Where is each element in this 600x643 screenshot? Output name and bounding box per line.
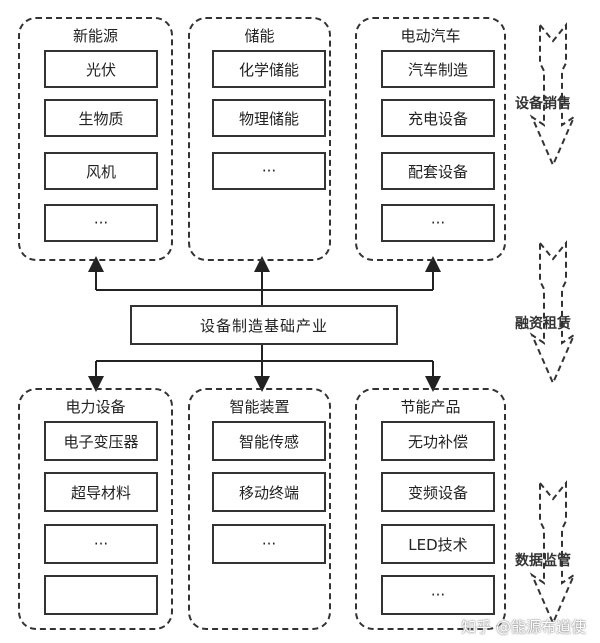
side-label-data-supervision: 数据监管 [515,553,571,569]
group-energy-saving-products: 节能产品 无功补偿 变频设备 LED技术 ··· [355,388,506,630]
group-energy-storage: 储能 化学储能 物理储能 ··· [188,17,331,261]
item-more: ··· [381,204,495,242]
group-title: 新能源 [72,27,118,45]
item-charging-equipment: 充电设备 [381,99,495,137]
group-title: 电力设备 [65,398,126,416]
item-more: ··· [44,524,158,564]
group-title: 节能产品 [400,398,461,416]
item-frequency-conversion: 变频设备 [381,472,495,512]
item-supporting-equipment: 配套设备 [381,152,495,190]
group-electric-vehicle: 电动汽车 汽车制造 充电设备 配套设备 ··· [355,17,506,261]
side-label-equipment-sales: 设备销售 [515,96,571,112]
group-power-equipment: 电力设备 电子变压器 超导材料 ··· [18,388,173,630]
center-foundation-industry: 设备制造基础产业 [130,305,398,345]
group-title: 储能 [244,27,275,45]
item-empty [44,575,158,615]
item-biomass: 生物质 [44,99,158,137]
side-arrow-sales-icon [529,22,577,168]
item-reactive-compensation: 无功补偿 [381,421,495,461]
group-new-energy: 新能源 光伏 生物质 风机 ··· [18,17,173,261]
item-more: ··· [44,204,158,242]
item-car-manufacturing: 汽车制造 [381,50,495,88]
item-chemical-storage: 化学储能 [212,50,326,88]
side-arrow-leasing-icon [529,240,577,386]
item-more: ··· [381,575,495,615]
side-label-financial-leasing: 融资租赁 [515,316,571,332]
item-electronic-transformer: 电子变压器 [44,421,158,461]
watermark: 知乎 @能源布道使 [461,618,586,636]
item-photovoltaic: 光伏 [44,50,158,88]
item-mobile-terminal: 移动终端 [212,472,326,512]
item-more: ··· [212,152,326,190]
item-physical-storage: 物理储能 [212,99,326,137]
item-more: ··· [212,524,326,564]
item-smart-sensing: 智能传感 [212,421,326,461]
side-arrow-data-icon [529,480,577,626]
group-smart-devices: 智能装置 智能传感 移动终端 ··· [188,388,331,630]
item-led-technology: LED技术 [381,524,495,564]
item-wind-turbine: 风机 [44,152,158,190]
group-title: 电动汽车 [400,27,461,45]
group-title: 智能装置 [229,398,290,416]
item-superconducting-material: 超导材料 [44,472,158,512]
